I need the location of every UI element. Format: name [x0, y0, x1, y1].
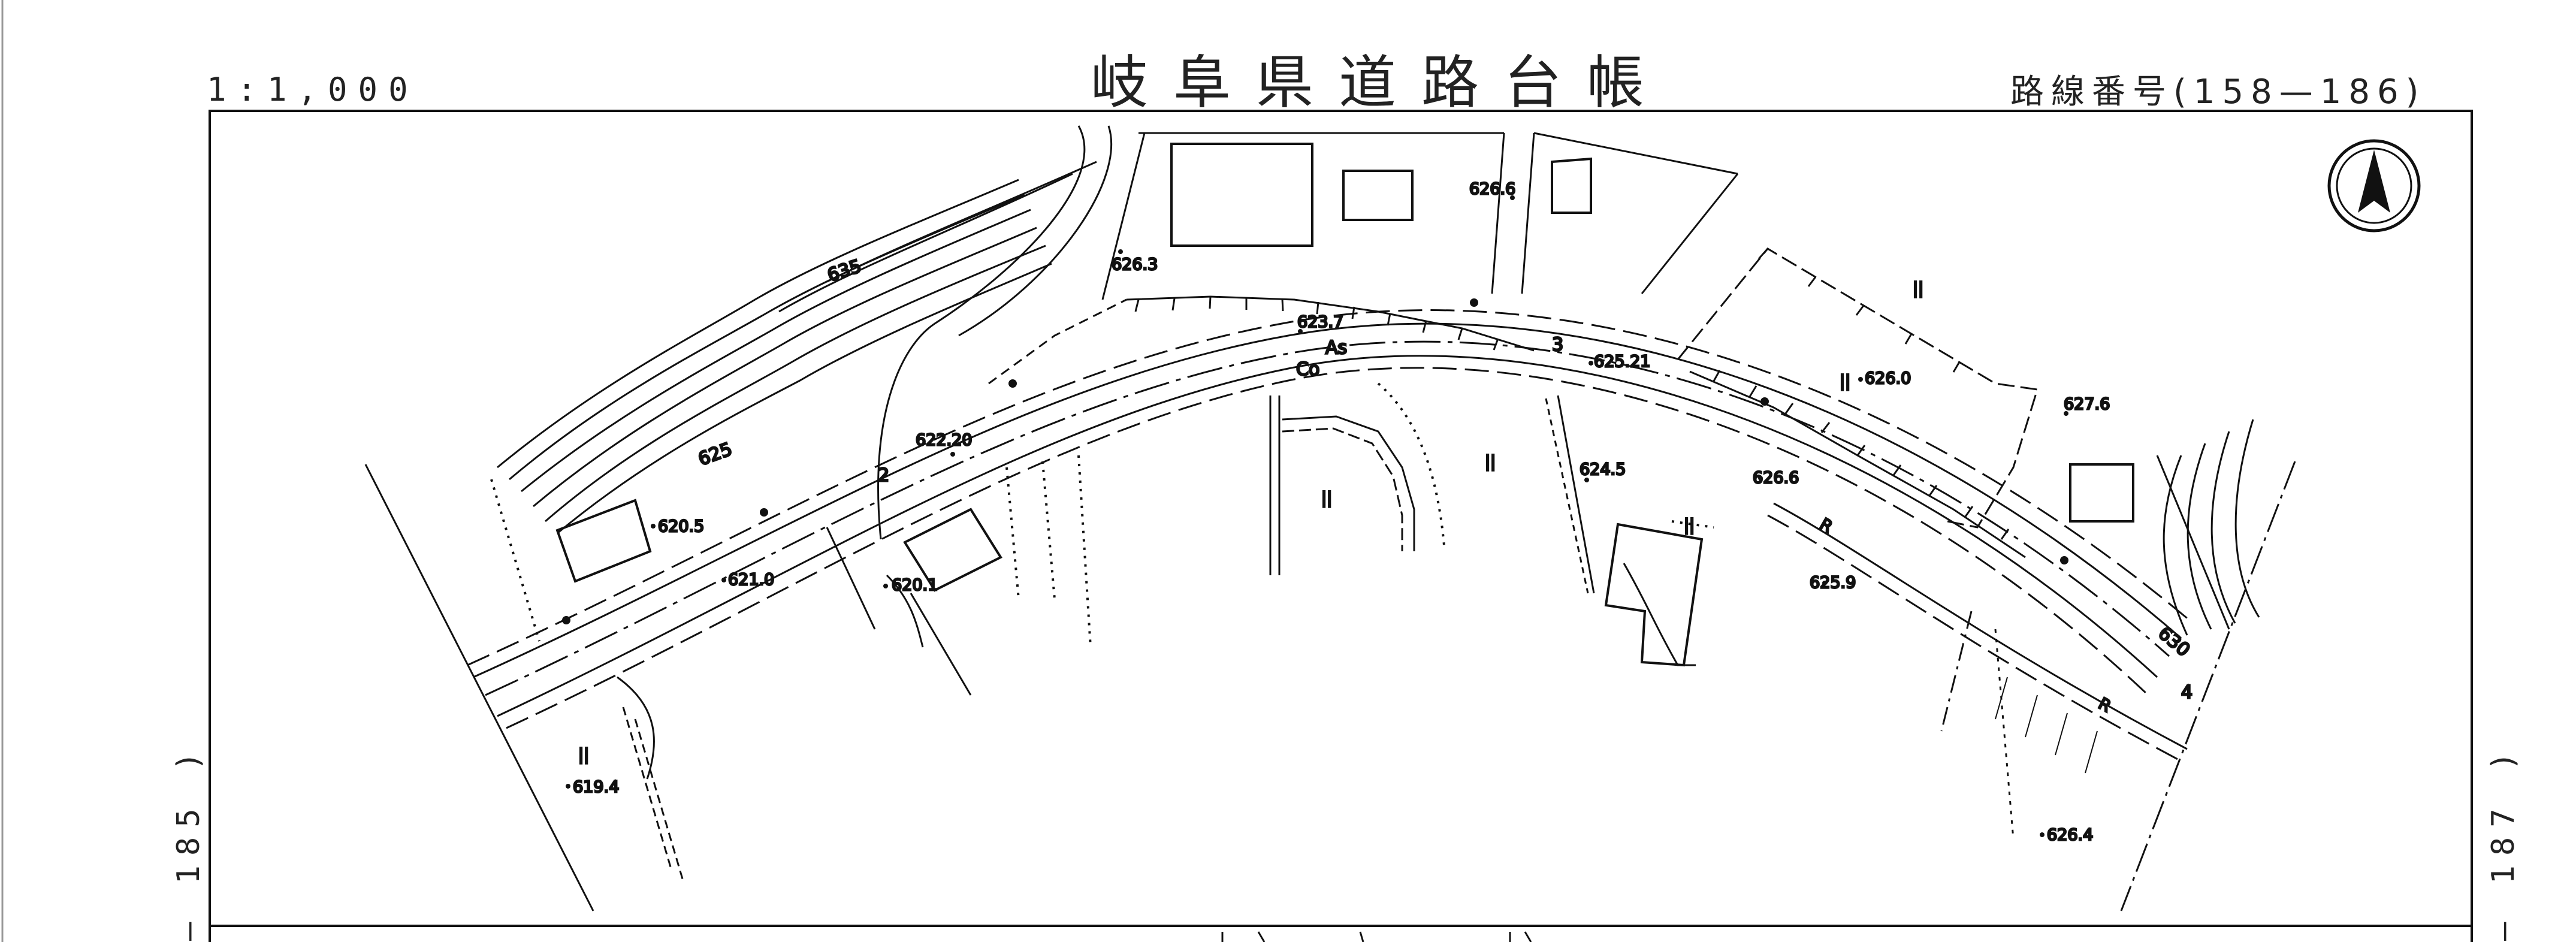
route-number: 路線番号(158—186) — [2010, 73, 2426, 111]
road — [467, 309, 2194, 729]
elevation-label: 626.0 — [1865, 369, 1911, 388]
road-mark: 4 — [2181, 682, 2193, 703]
north-arrow-icon — [2327, 139, 2421, 233]
elevation-label: 626.4 — [2047, 826, 2093, 844]
elevation-label: 620.1 — [892, 576, 938, 594]
elevation-label: 625.9 — [1810, 573, 1856, 592]
elevation-label: 622.20 — [916, 431, 972, 449]
road-centerline — [485, 340, 2170, 696]
elevation-label: 625.21 — [1594, 352, 1650, 371]
elevation-label: 626.3 — [1112, 255, 1158, 274]
field-symbol: || — [1485, 452, 1496, 471]
surface-label-as: As — [1325, 337, 1347, 358]
elevation-label: 626.6 — [1469, 180, 1515, 198]
surface-label-co: Co — [1296, 359, 1319, 380]
elevation-label: 619.4 — [573, 778, 619, 796]
building — [555, 499, 652, 583]
parcel-lines — [364, 125, 2296, 911]
elevation-label: 624.5 — [1580, 460, 1626, 479]
field-symbol: || — [1321, 489, 1332, 508]
buildings — [555, 143, 2134, 667]
contour-label: 630 — [2154, 623, 2194, 661]
scale-label: 1:1,000 — [207, 71, 419, 108]
building — [1342, 170, 1414, 221]
road-mark: 2 — [878, 465, 889, 486]
elevation-dots — [566, 195, 2068, 837]
field-symbol: || — [1913, 279, 1923, 298]
contour-lines — [497, 161, 1097, 535]
building — [1604, 523, 1704, 667]
road-curb-north — [467, 309, 2194, 666]
building — [1551, 157, 1592, 214]
road-edge-north — [473, 322, 2182, 678]
elevation-label: 621.0 — [728, 570, 774, 589]
map-frame — [209, 110, 2473, 942]
field-symbol: || — [578, 745, 589, 764]
tree-markers — [562, 298, 2068, 624]
parcel-upper-right — [1677, 247, 2039, 529]
embankment-hatching — [988, 295, 2026, 558]
contour-label: 625 — [696, 439, 735, 470]
page-title: 岐阜県道路台帳 — [1091, 49, 1669, 116]
road-edge-south — [497, 355, 2158, 717]
field-symbol: || — [1840, 372, 1850, 391]
road-curb-south — [506, 367, 2149, 729]
next-panel-ticks — [1221, 931, 1532, 942]
building — [903, 508, 1002, 592]
building — [2069, 463, 2134, 523]
road-mark: R — [1817, 515, 1836, 536]
building — [1170, 143, 1313, 247]
elevation-label: 620.5 — [658, 517, 704, 536]
road-mark: R — [2095, 695, 2114, 716]
dotted-outlines — [490, 382, 1714, 648]
field-symbol: || — [1684, 516, 1695, 535]
contour-lines-right — [2163, 419, 2260, 636]
elevation-label: 626.6 — [1753, 469, 1799, 487]
road-mark: 3 — [1552, 334, 1563, 355]
elevation-label: 623.7 — [1297, 313, 1343, 331]
elevation-label: 627.6 — [2064, 395, 2110, 413]
hatched-block — [1282, 415, 1415, 551]
